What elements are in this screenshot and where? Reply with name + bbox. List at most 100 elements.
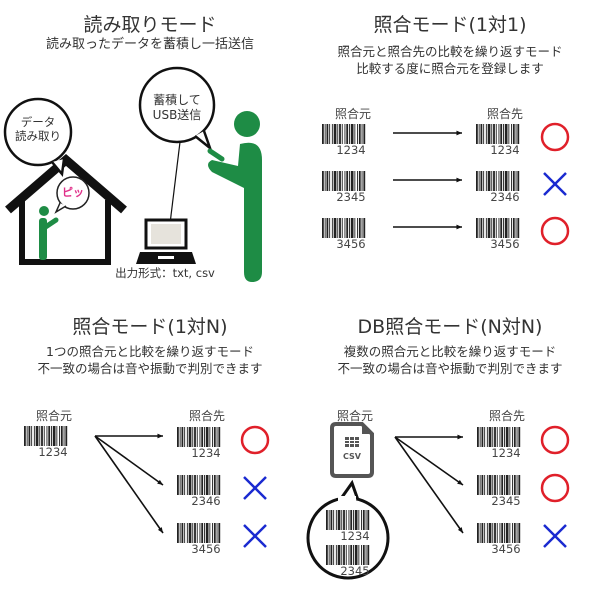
- barcode-bars-icon: [477, 523, 521, 543]
- arrow-line: [94, 435, 164, 534]
- match-circle-icon: [540, 473, 570, 503]
- beep-bubble: [54, 176, 90, 214]
- one-to-one-title: 照合モード(1対1): [373, 14, 527, 36]
- panel-one-to-one: 照合モード(1対1) 照合元と照合先の比較を繰り返すモード 比較する度に照合元を…: [300, 0, 600, 300]
- arrow-line: [394, 436, 464, 486]
- match-circle-icon: [240, 425, 270, 455]
- barcode-number: 2345: [340, 564, 370, 578]
- barcode-number: 2345: [491, 494, 521, 508]
- barcode-number: 1234: [336, 143, 366, 157]
- barcode-bars-icon: [476, 171, 520, 191]
- barcode-number: 3456: [490, 237, 520, 251]
- one-to-n-title: 照合モード(1対N): [72, 316, 228, 338]
- arrow-head: [456, 177, 462, 183]
- arrow-line: [94, 435, 164, 486]
- target-barcode: 2346: [177, 475, 235, 509]
- read-bubble-line-2: 読み取り: [15, 129, 61, 143]
- barcode-bars-icon: [177, 475, 221, 495]
- arrows: [94, 433, 164, 534]
- large-person-icon: [207, 111, 262, 282]
- target-barcode: 1234: [477, 427, 535, 461]
- read-bubble-line-1: データ: [20, 115, 56, 129]
- one-to-one-subtitle-line-1: 照合元と照合先の比較を繰り返すモード: [337, 44, 563, 59]
- panel-read-mode: 読み取りモード 読み取ったデータを蓄積し一括送信: [0, 0, 300, 300]
- barcode-bars-icon: [177, 427, 221, 447]
- panel-one-to-n: 照合モード(1対N) 1つの照合元と比較を繰り返すモード 不一致の場合は音や振動…: [0, 300, 300, 600]
- db-barcode: 2345: [326, 545, 384, 579]
- arrow-head: [457, 527, 463, 533]
- barcode-bars-icon: [24, 426, 68, 446]
- db-mode-subtitle-line-1: 複数の照合元と比較を繰り返すモード: [343, 344, 557, 359]
- source-barcode: 3456: [322, 218, 380, 252]
- barcode-number: 1234: [340, 529, 370, 543]
- arrow-line: [394, 436, 464, 534]
- target-label: 照合先: [488, 409, 525, 423]
- read-mode-subtitle: 読み取ったデータを蓄積し一括送信: [45, 37, 254, 52]
- arrow-head: [157, 433, 163, 439]
- target-barcode: 2345: [477, 475, 535, 509]
- db-mode-subtitle-line-2: 不一致の場合は音や振動で判別できます: [337, 361, 563, 376]
- target-barcode: 2346: [476, 171, 534, 205]
- barcode-number: 1234: [38, 445, 68, 459]
- read-mode-illustration: [3, 66, 262, 282]
- one-to-n-subtitle: 1つの照合元と比較を繰り返すモード 不一致の場合は音や振動で判別できます: [0, 343, 300, 377]
- source-barcode: 2345: [322, 171, 380, 205]
- barcode-bars-icon: [477, 475, 521, 495]
- send-bubble-text: 蓄積して USB送信: [145, 93, 209, 123]
- db-mode-title: DB照合モード(N対N): [357, 316, 543, 338]
- match-circle-icon: [540, 216, 570, 246]
- arrow-head: [457, 479, 463, 485]
- send-bubble: [138, 66, 216, 152]
- one-to-n-subtitle-line-2: 不一致の場合は音や振動で判別できます: [37, 361, 263, 376]
- output-format-label: 出力形式：txt, csv: [115, 266, 215, 280]
- barcode-bars-icon: [477, 427, 521, 447]
- target-barcode: 3456: [476, 218, 534, 252]
- arrow-head: [457, 434, 463, 440]
- csv-file-label: CSV: [343, 452, 361, 461]
- mismatch-cross-icon: [240, 521, 270, 551]
- panel-db-mode: DB照合モード(N対N) 複数の照合元と比較を繰り返すモード 不一致の場合は音や…: [300, 300, 600, 600]
- mismatch-cross-icon: [540, 169, 570, 199]
- db-barcode: 1234: [326, 510, 384, 544]
- small-person-icon: [39, 206, 59, 260]
- house-icon: [5, 154, 127, 265]
- read-mode-title: 読み取りモード: [83, 14, 217, 36]
- barcode-number: 1234: [490, 143, 520, 157]
- source-barcode: 1234: [322, 124, 380, 158]
- match-circle-icon: [540, 425, 570, 455]
- arrows: [394, 434, 464, 534]
- csv-file-icon: [330, 422, 374, 478]
- send-bubble-line-1: 蓄積して: [153, 93, 201, 107]
- source-label: 照合元: [336, 409, 373, 423]
- mismatch-cross-icon: [540, 521, 570, 551]
- barcode-bars-icon: [177, 523, 221, 543]
- barcode-bars-icon: [322, 218, 366, 238]
- target-label: 照合先: [486, 107, 523, 121]
- one-to-one-subtitle: 照合元と照合先の比較を繰り返すモード 比較する度に照合元を登録します: [300, 43, 600, 77]
- send-bubble-line-2: USB送信: [152, 108, 202, 122]
- arrows: [393, 130, 462, 230]
- target-barcode: 3456: [177, 523, 235, 557]
- source-label: 照合元: [35, 409, 72, 423]
- barcode-number: 3456: [191, 542, 221, 556]
- barcode-number: 3456: [336, 237, 366, 251]
- beep-text: ピッ: [62, 186, 84, 199]
- barcode-bars-icon: [322, 124, 366, 144]
- arrow-head: [157, 479, 163, 485]
- barcode-number: 2346: [490, 190, 520, 204]
- read-bubble: [3, 97, 73, 177]
- barcode-number: 2346: [191, 494, 221, 508]
- target-barcode: 3456: [477, 523, 535, 557]
- db-mode-subtitle: 複数の照合元と比較を繰り返すモード 不一致の場合は音や振動で判別できます: [300, 343, 600, 377]
- barcode-bars-icon: [476, 218, 520, 238]
- one-to-one-subtitle-line-2: 比較する度に照合元を登録します: [356, 61, 544, 76]
- mismatch-cross-icon: [240, 473, 270, 503]
- one-to-n-subtitle-line-1: 1つの照合元と比較を繰り返すモード: [46, 344, 254, 359]
- barcode-bars-icon: [476, 124, 520, 144]
- barcode-bars-icon: [322, 171, 366, 191]
- arrow-head: [456, 130, 462, 136]
- barcode-bars-icon: [326, 545, 370, 565]
- barcode-number: 1234: [491, 446, 521, 460]
- arrow-head: [157, 527, 163, 533]
- arrow-head: [456, 224, 462, 230]
